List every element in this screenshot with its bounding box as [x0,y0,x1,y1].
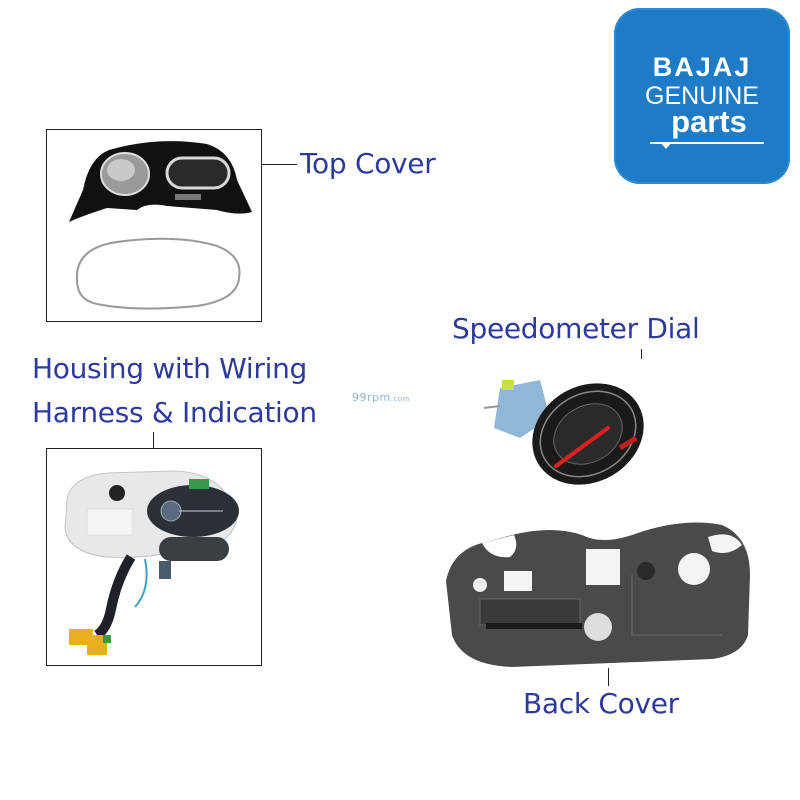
back-cover-label: Back Cover [523,687,679,720]
logo-genuine-text: GENUINE [645,82,759,110]
logo-brand-text: BAJAJ [652,52,752,82]
back-cover-image [446,522,750,667]
speedometer-leader-line [641,349,642,359]
top-cover-leader-line [261,164,297,165]
housing-label-line2: Harness & Indication [32,396,317,429]
housing-image-box [46,448,262,666]
top-cover-image [69,141,252,310]
housing-label-line1: Housing with Wiring [32,352,307,385]
bajaj-genuine-parts-logo: BAJAJ GENUINE parts [614,8,790,184]
speedometer-dial-image [483,380,644,485]
top-cover-image-box [46,129,262,322]
logo-underline [650,142,764,144]
housing-leader-line [153,432,154,448]
watermark: 99rpm.com [352,391,410,404]
watermark-main: 99rpm [352,391,391,404]
watermark-suffix: .com [390,395,410,403]
top-cover-label: Top Cover [300,147,436,180]
speedometer-dial-label: Speedometer Dial [452,312,700,345]
logo-arrow-icon [660,142,672,149]
back-cover-leader-line [608,668,609,686]
logo-parts-text: parts [671,104,747,139]
housing-image [64,470,239,655]
